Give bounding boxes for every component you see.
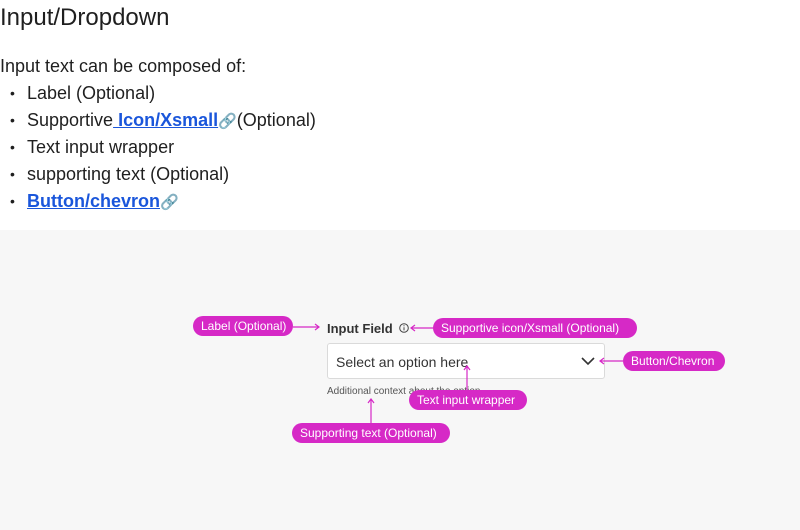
list-item: • Button/chevron🔗 bbox=[10, 188, 316, 215]
bullet-supporting: supporting text (Optional) bbox=[27, 164, 230, 184]
bullet-icon: • bbox=[10, 112, 15, 128]
intro-text: Input text can be composed of: bbox=[0, 56, 247, 76]
bullet-icon: • bbox=[10, 193, 15, 209]
bullet-icon: • bbox=[10, 85, 15, 101]
supporting-text: Additional context about the option bbox=[327, 386, 481, 397]
page-title: Input/Dropdown bbox=[0, 4, 170, 31]
icon-xsmall-link[interactable]: Icon/Xsmall bbox=[113, 110, 219, 130]
list-item: • Supportive Icon/Xsmall🔗(Optional) bbox=[10, 107, 316, 134]
bullet-supportive-suffix: (Optional) bbox=[236, 110, 316, 130]
annotation-text-input-wrapper: Text input wrapper bbox=[409, 390, 527, 410]
annotation-supportive-icon: Supportive icon/Xsmall (Optional) bbox=[433, 318, 637, 338]
preview-canvas bbox=[0, 230, 800, 530]
dropdown-placeholder: Select an option here bbox=[336, 354, 469, 370]
bullet-wrapper: Text input wrapper bbox=[27, 137, 175, 157]
list-item: • Label (Optional) bbox=[10, 80, 316, 107]
dropdown-select[interactable]: Select an option here bbox=[327, 343, 605, 379]
link-icon: 🔗 bbox=[160, 194, 179, 211]
list-item: • supporting text (Optional) bbox=[10, 161, 316, 188]
bullet-icon: • bbox=[10, 139, 15, 155]
annotation-button-chevron: Button/Chevron bbox=[623, 351, 725, 371]
bullet-icon: • bbox=[10, 166, 15, 182]
annotation-label: Label (Optional) bbox=[193, 316, 293, 336]
button-chevron-link[interactable]: Button/chevron bbox=[27, 191, 160, 211]
chevron-down-icon[interactable] bbox=[581, 356, 595, 366]
link-icon: 🔗 bbox=[218, 113, 237, 130]
composition-list: • Label (Optional) • Supportive Icon/Xsm… bbox=[10, 80, 316, 215]
bullet-supportive-prefix: Supportive bbox=[27, 110, 114, 130]
bullet-label: Label (Optional) bbox=[27, 83, 156, 103]
annotation-supporting-text: Supporting text (Optional) bbox=[292, 423, 450, 443]
list-item: • Text input wrapper bbox=[10, 134, 316, 161]
input-field-label: Input Field bbox=[327, 321, 393, 336]
info-icon[interactable] bbox=[399, 323, 409, 333]
